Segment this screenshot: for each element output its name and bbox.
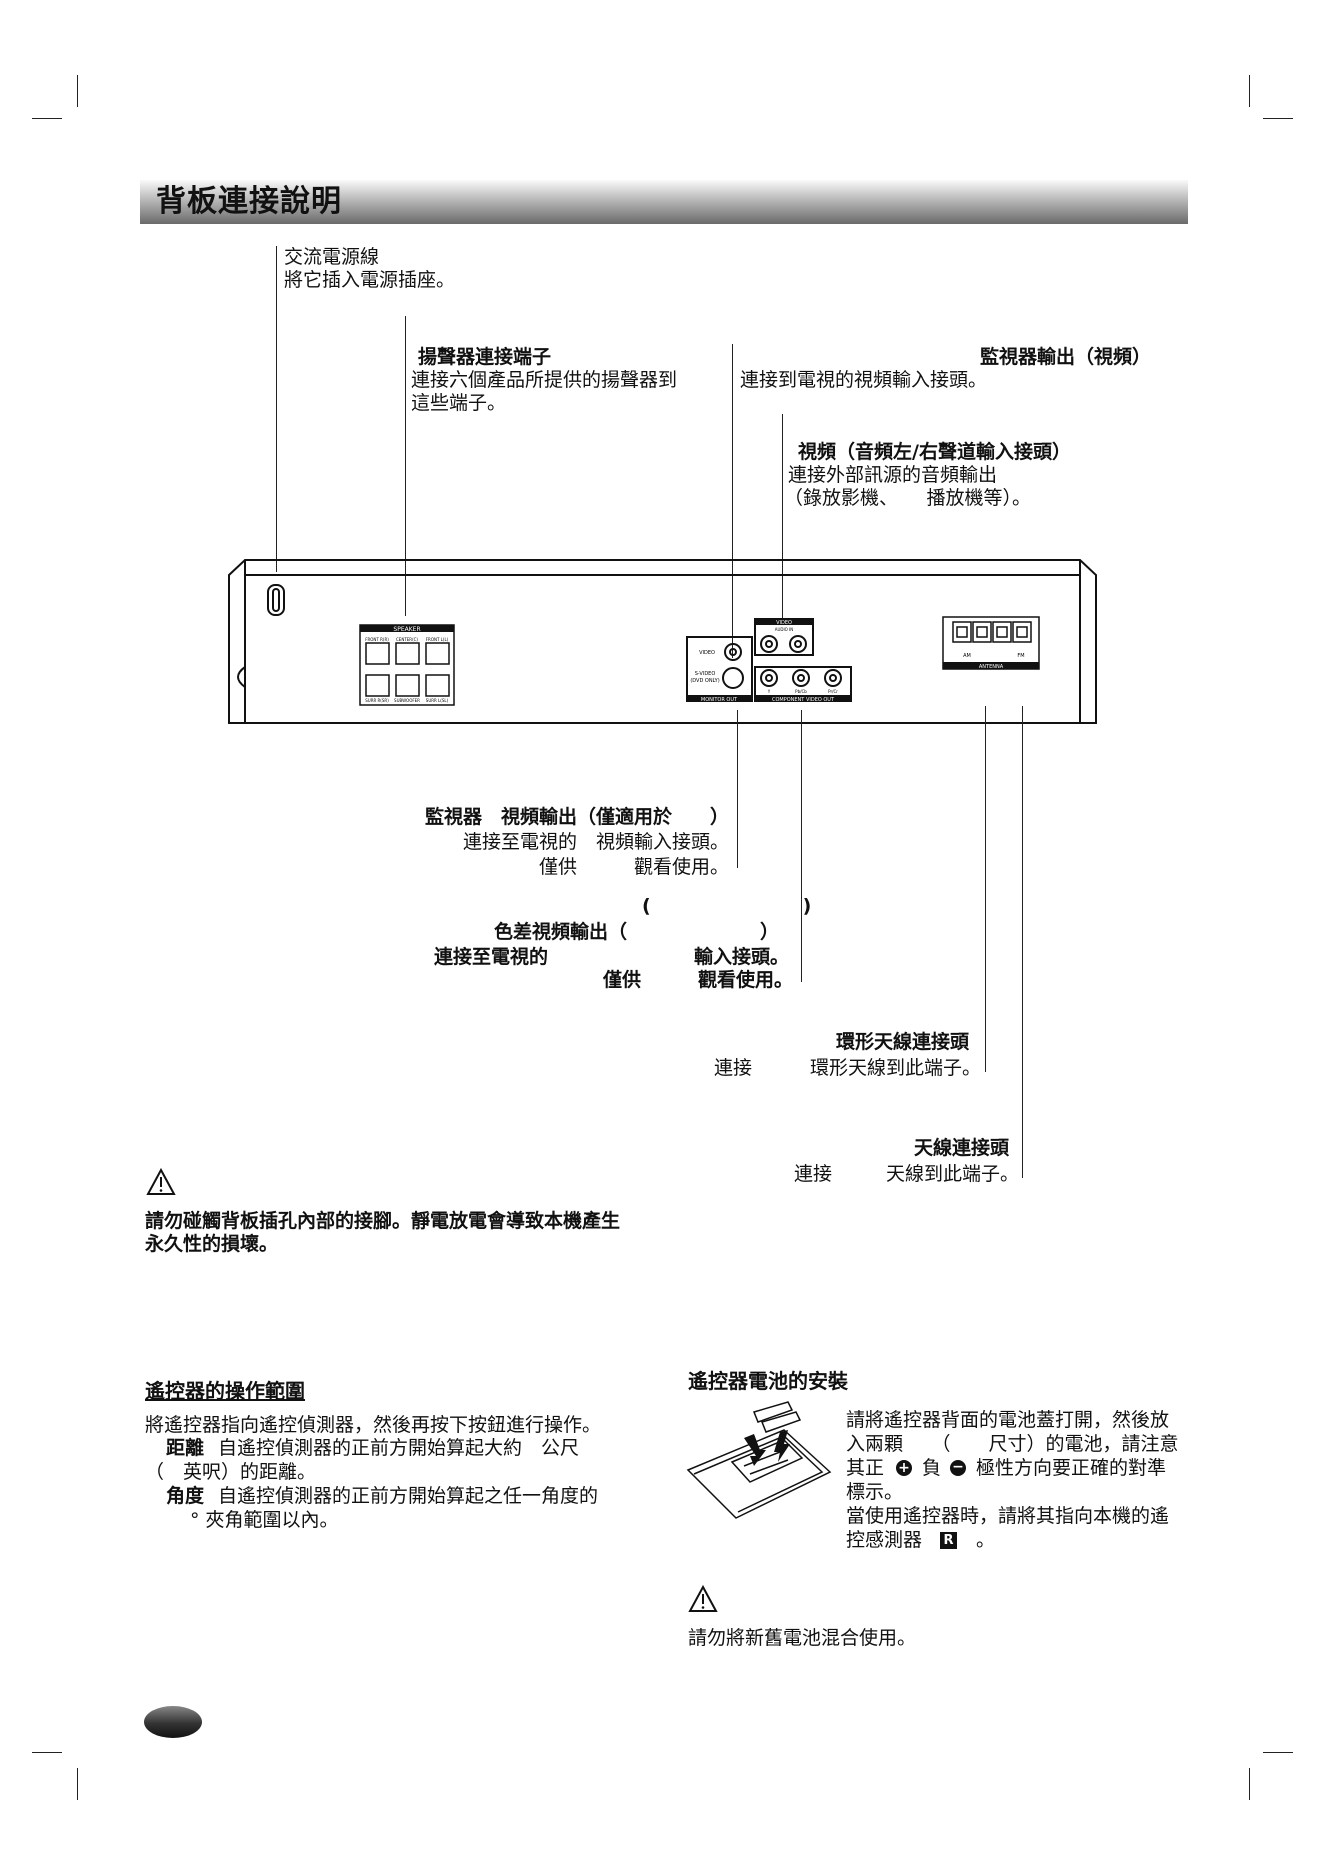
ac-power-title: 交流電源線: [284, 246, 380, 268]
battery-text: 。: [976, 1529, 996, 1551]
leader-line: [737, 710, 738, 868]
monitor-out-label: MONITOR OUT: [701, 697, 738, 703]
crop-mark: [77, 1768, 78, 1800]
comp-y-label: Y: [767, 689, 771, 694]
angle-text: ° 夾角範圍以內。: [190, 1509, 339, 1531]
speaker-desc: 連接六個產品所提供的揚聲器到: [411, 369, 678, 391]
svideo-title: 監視器 視頻輸出（僅適用於 ）: [424, 806, 729, 828]
rear-panel-diagram: SPEAKER FRONT R(R) CENTER(C) FRONT L(L) …: [228, 559, 1097, 724]
audio-in-desc: （錄放影機、 播放機等）。: [784, 487, 1032, 509]
svideo-desc: 連接至電視的 視頻輸入接頭。: [462, 831, 729, 853]
am-antenna-title: 環形天線連接頭: [835, 1031, 969, 1053]
crop-mark: [1263, 1752, 1293, 1753]
plus-icon: +: [896, 1460, 912, 1476]
fm-antenna-title: 天線連接頭: [913, 1137, 1009, 1159]
angle-label: 角度: [166, 1485, 205, 1507]
title-bar: 背板連接說明: [140, 180, 1188, 224]
remote-battery-illustration: [686, 1401, 832, 1519]
leader-line: [276, 246, 277, 572]
component-desc: 輸入接頭。: [694, 946, 790, 968]
speaker-title: 揚聲器連接端子: [418, 346, 552, 368]
leader-line: [801, 710, 802, 982]
crop-mark: [32, 118, 62, 119]
battery-text: 標示。: [846, 1481, 904, 1503]
angle-text: 自遙控偵測器的正前方開始算起之任一角度的: [218, 1485, 599, 1507]
speaker-desc: 這些端子。: [411, 392, 507, 414]
leader-line: [732, 344, 733, 658]
dvd-only-label: (DVD ONLY): [690, 678, 719, 684]
battery-text: 請將遙控器背面的電池蓋打開，然後放: [846, 1409, 1170, 1431]
remote-range-text: 將遙控器指向遙控偵測器，然後再按下按鈕進行操作。: [145, 1414, 602, 1436]
remote-range-heading: 遙控器的操作範圍: [145, 1379, 305, 1403]
distance-label: 距離: [166, 1437, 205, 1459]
component-out-label: COMPONENT VIDEO OUT: [772, 697, 835, 703]
page-title: 背板連接說明: [156, 184, 342, 219]
leader-line: [782, 414, 783, 618]
spk-label: SURR L(SL): [426, 698, 449, 703]
minus-icon: −: [950, 1460, 966, 1476]
battery-text: 極性方向要正確的對準: [976, 1457, 1167, 1479]
comp-pr-label: Pr/Cr: [828, 689, 838, 694]
distance-text: 自遙控偵測器的正前方開始算起大約 公尺: [218, 1437, 580, 1459]
leader-line: [405, 316, 406, 616]
comp-pb-label: Pb/Cb: [795, 689, 807, 694]
spk-label: SUBWOOFER: [394, 698, 420, 703]
component-paren: ( ): [642, 895, 812, 917]
audio-in-title: 視頻（音頻左/右聲道輸入接頭）: [798, 441, 1071, 463]
page-number-tab: [144, 1706, 202, 1738]
leader-line: [1022, 706, 1023, 1178]
spk-label: CENTER(C): [396, 637, 418, 642]
video-label: VIDEO: [699, 650, 715, 656]
fm-label: FM: [1017, 653, 1024, 659]
component-desc: 僅供 觀看使用。: [602, 969, 793, 991]
battery-heading: 遙控器電池的安裝: [688, 1369, 848, 1393]
caution-text: 永久性的損壞。: [145, 1233, 279, 1255]
fm-antenna-desc: 天線到此端子。: [885, 1163, 1019, 1185]
video-box-label: VIDEO: [776, 620, 792, 626]
caution-text: 請勿將新舊電池混合使用。: [688, 1627, 917, 1649]
spk-label: FRONT L(L): [426, 637, 449, 642]
component-desc: 連接至電視的: [434, 946, 549, 968]
crop-mark: [1249, 1768, 1250, 1800]
spk-label: SURR R(SR): [365, 698, 389, 703]
battery-text: 控感測器: [846, 1529, 923, 1551]
audio-in-desc: 連接外部訊源的音頻輸出: [788, 464, 998, 486]
battery-text: 其正: [846, 1457, 885, 1479]
warning-icon: [146, 1168, 176, 1195]
audio-in-label: AUDIO IN: [775, 627, 794, 632]
warning-icon: [688, 1585, 718, 1612]
battery-text: 入兩顆 （ 尺寸）的電池，請注意: [846, 1433, 1179, 1455]
monitor-video-title: 監視器輸出（視頻）: [979, 346, 1151, 368]
svideo-label: S-VIDEO: [695, 671, 716, 677]
crop-mark: [1249, 75, 1250, 107]
remote-sensor-icon: R: [940, 1532, 957, 1549]
leader-line: [985, 706, 986, 1072]
svideo-desc: 僅供 觀看使用。: [538, 856, 729, 878]
fm-antenna-desc: 連接: [794, 1163, 833, 1185]
crop-mark: [1263, 118, 1293, 119]
am-label: AM: [963, 653, 971, 659]
speaker-panel-label: SPEAKER: [393, 626, 420, 633]
spk-label: FRONT R(R): [365, 637, 389, 642]
am-antenna-desc: 連接: [714, 1057, 753, 1079]
battery-text: 當使用遙控器時，請將其指向本機的遙: [846, 1505, 1170, 1527]
ac-power-desc: 將它插入電源插座。: [284, 269, 456, 291]
antenna-label: ANTENNA: [979, 664, 1004, 670]
crop-mark: [32, 1752, 62, 1753]
component-title: 色差視頻輸出（ ）: [494, 921, 780, 943]
caution-text: 請勿碰觸背板插孔內部的接腳。靜電放電會導致本機產生: [145, 1210, 621, 1232]
am-antenna-desc: 環形天線到此端子。: [809, 1057, 981, 1079]
distance-text: （ 英呎）的距離。: [145, 1461, 317, 1483]
battery-text: 負: [922, 1457, 942, 1479]
monitor-video-desc: 連接到電視的視頻輸入接頭。: [740, 369, 988, 391]
crop-mark: [77, 75, 78, 107]
